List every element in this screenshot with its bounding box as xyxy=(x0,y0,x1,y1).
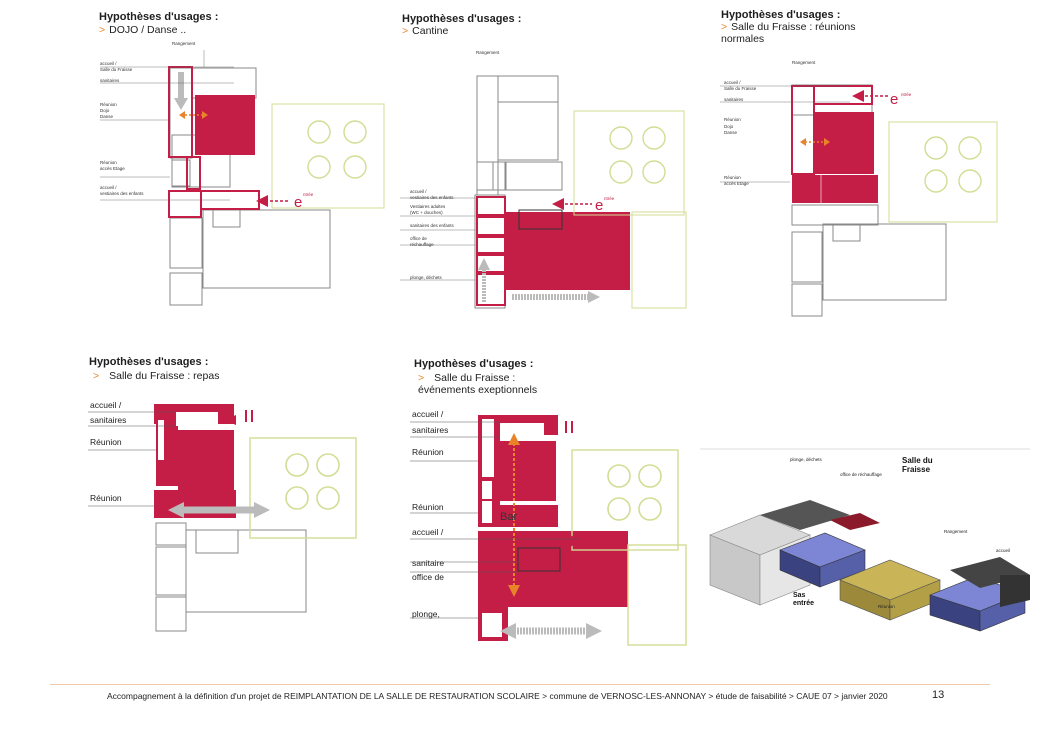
panel1-label: Réunion xyxy=(100,160,117,165)
panel5-label: accueil / xyxy=(412,409,444,419)
panel4-plan xyxy=(88,404,357,632)
panel3-entree-label: ntrée xyxy=(901,92,912,97)
iso-label: accueil xyxy=(996,548,1011,553)
panel3-title: Hypothèses d'usages : xyxy=(721,9,841,21)
panel2-label: vestiaires des enfants xyxy=(410,195,454,200)
panel3-label: sanitaires xyxy=(724,97,744,102)
panel3-label: Salle du Fraisse xyxy=(724,86,757,91)
panel3-label: Danse xyxy=(724,130,738,135)
iso-label: Réunion xyxy=(878,604,895,609)
panel1-plan: e xyxy=(100,50,385,306)
panel3-label: Dojo xyxy=(724,124,734,129)
panel5-marker: > xyxy=(418,372,425,384)
panel1-label: Salle du Fraisse xyxy=(100,67,133,72)
panel2-marker: > xyxy=(402,25,409,37)
panel4-label: accueil / xyxy=(90,400,122,410)
page-number: 13 xyxy=(932,689,945,701)
panel5-label: plonge, xyxy=(412,609,440,619)
panel2-label: réchauffage xyxy=(410,242,434,247)
panel2-label: (WC + douches) xyxy=(410,210,443,215)
panel3-label: accès Etage xyxy=(724,181,749,186)
panel5-label: office de xyxy=(412,572,444,582)
panel3-label: Réunion xyxy=(724,175,741,180)
panel1-label: Danse xyxy=(100,114,114,119)
panel1-marker: > xyxy=(99,24,106,36)
panel3-marker: > xyxy=(721,21,728,33)
iso-sas-label: Sas entrée xyxy=(793,592,815,607)
panel2-label: Vestiaires adultes xyxy=(410,204,446,209)
svg-text:e: e xyxy=(595,197,603,214)
panel5-subtitle: >Salle du Fraisse : événements exeptionn… xyxy=(418,372,568,396)
panel4-label: sanitaires xyxy=(90,415,127,425)
panel2-label: Rangement xyxy=(476,50,500,55)
panel4-marker: > xyxy=(93,370,100,382)
panel4-subtitle-text: Salle du Fraisse : repas xyxy=(109,370,220,382)
footer-text: Accompagnement à la définition d'un proj… xyxy=(107,691,888,701)
panel3-subtitle: >Salle du Fraisse : réunions normales xyxy=(721,21,871,45)
panel5-title: Hypothèses d'usages : xyxy=(414,358,534,370)
panel1-title: Hypothèses d'usages : xyxy=(99,11,219,23)
iso-title: Salle du Fraisse xyxy=(902,456,933,474)
panel2-subtitle: >Cantine xyxy=(402,25,448,37)
panel3-subtitle-text: Salle du Fraisse : réunions normales xyxy=(721,21,856,45)
svg-text:e: e xyxy=(294,194,302,211)
panel5-label: accueil / xyxy=(412,527,444,537)
iso-label: office de réchauffage xyxy=(840,472,882,477)
panel1-label: accueil / xyxy=(100,185,117,190)
panel5-label: sanitaires xyxy=(412,425,449,435)
panel4-label: Réunion xyxy=(90,493,122,503)
panel5-subtitle-text: Salle du Fraisse : événements exeptionne… xyxy=(418,372,538,396)
footer-divider xyxy=(50,684,990,685)
iso-view xyxy=(700,448,1030,632)
panel1-label: sanitaires xyxy=(100,78,120,83)
panel3-label: accueil / xyxy=(724,80,741,85)
iso-label: Rangement xyxy=(944,529,968,534)
panel1-label: Réunion xyxy=(100,102,117,107)
panel3-label: Réunion xyxy=(724,117,741,122)
iso-label: plonge, déchets xyxy=(790,457,822,462)
panel4-label: Réunion xyxy=(90,437,122,447)
panel1-label: accès Etage xyxy=(100,166,125,171)
panel4-title: Hypothèses d'usages : xyxy=(89,356,209,368)
panel5-label: sanitaire xyxy=(412,558,445,568)
panel1-label: accueil / xyxy=(100,61,117,66)
panel5-label: Réunion xyxy=(412,447,444,457)
bar-label: Bar xyxy=(500,511,518,523)
panel1-entree-label: ntrée xyxy=(303,192,314,197)
panel1-subtitle: >DOJO / Danse .. xyxy=(99,24,186,36)
panel3-label: Rangement xyxy=(792,60,816,65)
panel2-title: Hypothèses d'usages : xyxy=(402,13,522,25)
panel4-subtitle: > Salle du Fraisse : repas xyxy=(93,370,219,382)
svg-text:e: e xyxy=(890,91,898,108)
panel2-label: accueil / xyxy=(410,189,427,194)
panel2-subtitle-text: Cantine xyxy=(412,25,449,37)
panel5-label: Réunion xyxy=(412,502,444,512)
panel1-subtitle-text: DOJO / Danse .. xyxy=(109,24,187,36)
panel1-label: vestiaires des enfants xyxy=(100,191,144,196)
panel3-plan: e xyxy=(720,84,998,317)
panel2-plan: e xyxy=(400,75,687,309)
panel1-label: Dojo xyxy=(100,108,110,113)
panel5-plan xyxy=(410,415,687,646)
panel1-label: Rangement xyxy=(172,41,196,46)
panel2-label: plonge, déchets xyxy=(410,275,442,280)
panel2-entree-label: ntrée xyxy=(604,196,615,201)
panel2-label: sanitaires des enfants xyxy=(410,223,454,228)
panel2-label: office de xyxy=(410,236,427,241)
